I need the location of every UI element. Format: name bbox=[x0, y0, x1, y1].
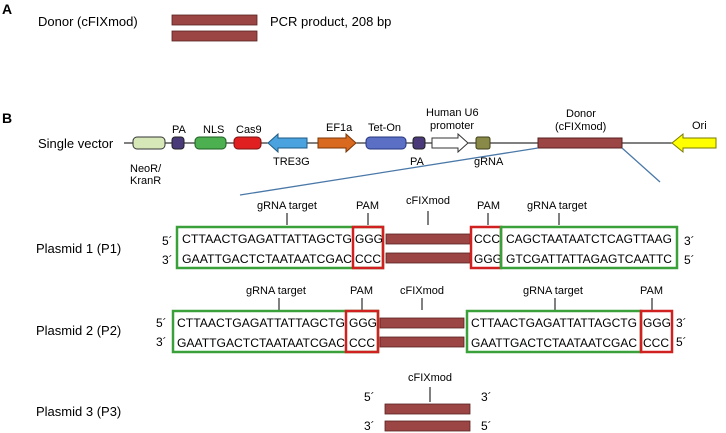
p1-pam-left: PAM bbox=[356, 200, 379, 212]
pa-element-1 bbox=[171, 136, 185, 150]
p1-seq-top-right: CAGCTAATAATCTCAGTTAAG bbox=[506, 232, 672, 246]
ori-arrow bbox=[671, 132, 717, 154]
pa-label-1: PA bbox=[172, 124, 187, 136]
plasmid3-label: Plasmid 3 (P3) bbox=[36, 404, 121, 419]
cas9-label: Cas9 bbox=[236, 124, 262, 136]
plasmid2-label: Plasmid 2 (P2) bbox=[36, 323, 121, 338]
p3-cfixmod-top bbox=[384, 403, 471, 415]
cas9-element bbox=[233, 136, 262, 150]
p3-5prime-left: 5´ bbox=[364, 390, 375, 404]
p1-pam-right: PAM bbox=[477, 200, 500, 212]
ef1a-arrow bbox=[317, 132, 357, 154]
p1-seq-bottom-left: GAATTGACTCTAATAATCGAC bbox=[182, 252, 352, 266]
p1-cfixmod: cFIXmod bbox=[406, 195, 450, 207]
tre3g-label: TRE3G bbox=[273, 156, 310, 168]
panel-a-letter: A bbox=[2, 1, 12, 17]
pcr-product-label: PCR product, 208 bp bbox=[270, 14, 391, 29]
p2-3prime-right: 3´ bbox=[676, 316, 687, 330]
pa-label-2: PA bbox=[410, 156, 425, 168]
nls-element bbox=[194, 136, 227, 150]
p2-pam-left: PAM bbox=[350, 285, 373, 297]
p1-pam-top-left: GGG bbox=[355, 232, 383, 246]
zoom-line-right bbox=[621, 147, 661, 183]
p1-seq-bottom-right: GTCGATTATTAGAGTCAATTC bbox=[506, 252, 672, 266]
kranr-label: KranR bbox=[130, 175, 161, 187]
panel-b-letter: B bbox=[2, 110, 12, 126]
p2-pam-box-left bbox=[344, 309, 380, 354]
pa-element-2 bbox=[412, 136, 426, 150]
p2-pam-box-right bbox=[639, 309, 674, 354]
p2-cfixmod-top bbox=[379, 317, 465, 329]
p2-seq-top-left: CTTAACTGAGATTATTAGCTG bbox=[177, 316, 345, 330]
single-vector-label: Single vector bbox=[38, 136, 114, 151]
p1-cfixmod-bottom bbox=[385, 252, 471, 264]
donor-element bbox=[537, 137, 623, 149]
p2-pam-bottom-right: CCC bbox=[643, 336, 669, 350]
p1-seq-top-left: CTTAACTGAGATTATTAGCTG bbox=[182, 232, 352, 246]
ef1a-label: EF1a bbox=[326, 122, 353, 134]
p1-pam-top-right: CCC bbox=[474, 232, 500, 246]
p1-cfixmod-top bbox=[385, 233, 471, 245]
teton-label: Tet-On bbox=[368, 122, 401, 134]
plasmid1-label: Plasmid 1 (P1) bbox=[36, 241, 121, 256]
pcr-band-bottom bbox=[171, 30, 258, 42]
grna-label: gRNA bbox=[474, 156, 504, 168]
p2-5prime-right: 5´ bbox=[676, 335, 687, 349]
ori-label: Ori bbox=[692, 120, 707, 132]
p2-cfixmod: cFIXmod bbox=[400, 285, 444, 297]
p3-3prime-left: 3´ bbox=[364, 419, 375, 433]
neor-label: NeoR/ bbox=[130, 163, 162, 175]
tre3g-arrow bbox=[267, 132, 308, 154]
p1-pam-box-left bbox=[351, 225, 385, 270]
p2-grna-target-right: gRNA target bbox=[523, 285, 583, 297]
u6-promoter-arrow bbox=[431, 132, 469, 154]
p1-pam-bottom-right: GGG bbox=[474, 252, 502, 266]
p1-5prime-right: 5´ bbox=[684, 253, 695, 267]
p1-5prime-left: 5´ bbox=[162, 234, 173, 248]
p1-3prime-right: 3´ bbox=[684, 234, 695, 248]
p2-seq-bottom-right: GAATTGACTCTAATAATCGAC bbox=[471, 336, 637, 350]
neor-kranr-element bbox=[132, 136, 166, 150]
p2-pam-top-right: GGG bbox=[643, 316, 671, 330]
p1-pam-bottom-left: CCC bbox=[355, 252, 381, 266]
p3-5prime-right: 5´ bbox=[481, 419, 492, 433]
p1-3prime-left: 3´ bbox=[162, 253, 173, 267]
p2-pam-right: PAM bbox=[640, 285, 663, 297]
donor-label-line1: Donor bbox=[566, 108, 596, 120]
donor-label: Donor (cFIXmod) bbox=[38, 14, 138, 29]
p3-cfixmod-bottom bbox=[384, 420, 471, 432]
u6-label-line1: Human U6 bbox=[426, 107, 479, 119]
p1-grna-target-left: gRNA target bbox=[257, 200, 317, 212]
u6-label-line2: promoter bbox=[430, 120, 474, 132]
p1-grna-box-right bbox=[499, 225, 679, 270]
zoom-line-left bbox=[239, 147, 539, 196]
nls-label: NLS bbox=[203, 124, 224, 136]
teton-element bbox=[365, 136, 407, 150]
donor-label-line2: (cFIXmod) bbox=[555, 121, 606, 133]
p1-grna-target-right: gRNA target bbox=[527, 200, 587, 212]
p3-cfixmod: cFIXmod bbox=[408, 372, 452, 384]
p2-seq-bottom-left: GAATTGACTCTAATAATCGAC bbox=[177, 336, 345, 350]
p2-seq-top-right: CTTAACTGAGATTATTAGCTG bbox=[471, 316, 637, 330]
p2-grna-target-left: gRNA target bbox=[246, 285, 306, 297]
p2-pam-top-left: GGG bbox=[349, 316, 377, 330]
p3-3prime-right: 3´ bbox=[481, 390, 492, 404]
p2-3prime-left: 3´ bbox=[156, 335, 167, 349]
p2-5prime-left: 5´ bbox=[156, 316, 167, 330]
p2-cfixmod-bottom bbox=[379, 336, 465, 348]
pcr-band-top bbox=[171, 14, 258, 26]
grna-element bbox=[475, 136, 491, 150]
p2-pam-bottom-left: CCC bbox=[349, 336, 375, 350]
